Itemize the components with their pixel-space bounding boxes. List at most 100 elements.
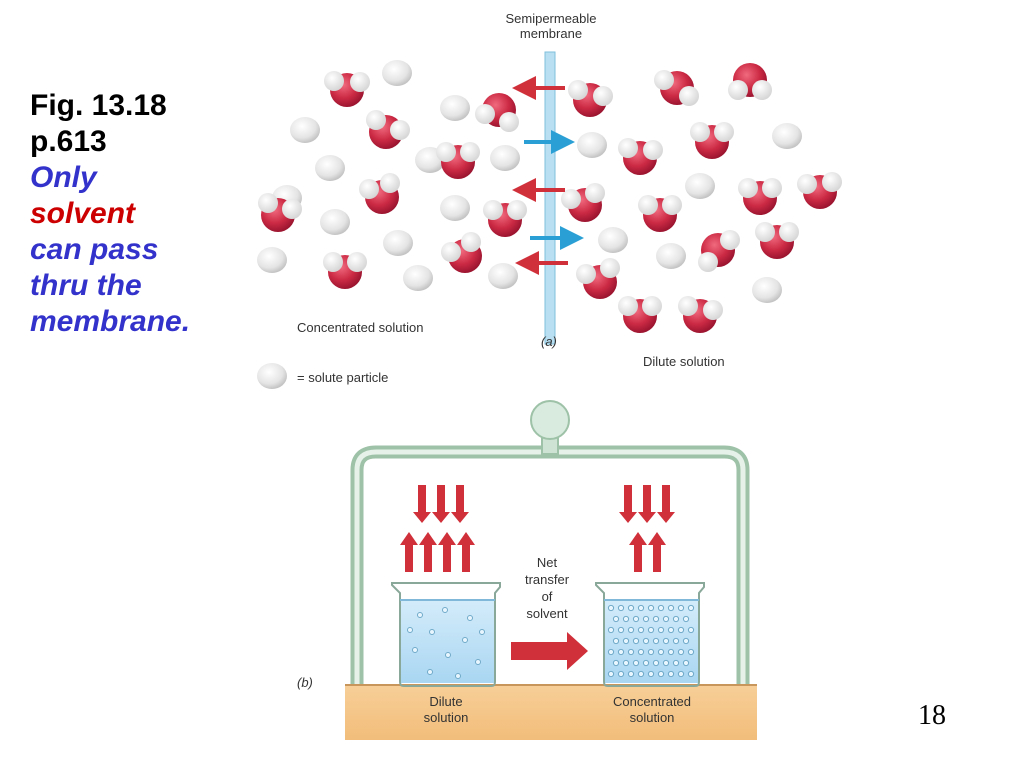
caption-line-can-pass: can pass bbox=[30, 233, 159, 266]
solute-dot bbox=[627, 626, 635, 634]
solute-dot bbox=[632, 615, 640, 623]
water-molecule bbox=[678, 296, 723, 333]
solute-dot bbox=[682, 637, 690, 645]
legend-text: = solute particle bbox=[297, 370, 388, 385]
caption-line-only: Only bbox=[30, 161, 97, 194]
vapor-arrows-left bbox=[400, 485, 475, 572]
water-molecule bbox=[324, 71, 370, 107]
water-molecule bbox=[359, 173, 400, 214]
solute-dot bbox=[657, 670, 665, 678]
water-molecules-a bbox=[258, 63, 842, 333]
water-molecule bbox=[483, 200, 527, 237]
caption-line-membrane: membrane. bbox=[30, 305, 191, 338]
water-molecule bbox=[366, 110, 410, 149]
net-transfer-line4: solvent bbox=[526, 606, 568, 621]
vapor-arrows-right bbox=[619, 485, 675, 572]
solute-dot bbox=[662, 637, 670, 645]
solute-dot bbox=[672, 615, 680, 623]
solute-dot bbox=[607, 626, 615, 634]
solute-dot bbox=[642, 659, 650, 667]
water-molecule bbox=[436, 142, 480, 179]
solute-particle bbox=[290, 117, 320, 143]
solute-particle bbox=[440, 95, 470, 121]
solute-particle bbox=[383, 230, 413, 256]
water-molecule bbox=[690, 122, 734, 159]
solute-dot bbox=[657, 604, 665, 612]
solute-dot bbox=[622, 659, 630, 667]
solute-particle bbox=[577, 132, 607, 158]
solute-particle bbox=[257, 247, 287, 273]
membrane-arrows bbox=[512, 76, 584, 275]
net-transfer-line3: of bbox=[542, 589, 553, 604]
caption-line-solvent: solvent bbox=[30, 197, 136, 230]
solute-dot bbox=[627, 604, 635, 612]
solute-particle bbox=[772, 123, 802, 149]
diagram-a: Semipermeable membrane bbox=[257, 11, 842, 389]
solute-particle bbox=[403, 265, 433, 291]
solute-dot bbox=[642, 637, 650, 645]
bench bbox=[345, 685, 757, 740]
beaker-concentrated bbox=[595, 582, 705, 687]
solute-dot bbox=[652, 615, 660, 623]
solute-dot bbox=[637, 604, 645, 612]
water-molecule bbox=[323, 252, 367, 289]
net-transfer-line2: transfer bbox=[525, 572, 570, 587]
caption-line-thru-the: thru the bbox=[30, 269, 142, 302]
water-molecule bbox=[638, 195, 682, 232]
solute-dot bbox=[687, 648, 695, 656]
solute-dot bbox=[607, 648, 615, 656]
solute-dot bbox=[687, 626, 695, 634]
solute-dot bbox=[657, 648, 665, 656]
solute-dot bbox=[667, 648, 675, 656]
water-molecule bbox=[797, 172, 842, 209]
solute-particle bbox=[490, 145, 520, 171]
net-transfer-arrow bbox=[511, 632, 588, 670]
water-molecule bbox=[561, 183, 605, 222]
solute-dot bbox=[677, 648, 685, 656]
solute-particle bbox=[598, 227, 628, 253]
concentrated-solution-label: Concentrated solution bbox=[297, 320, 423, 335]
solute-dot bbox=[627, 648, 635, 656]
solute-dot bbox=[622, 637, 630, 645]
dilute-solution-label: Dilute solution bbox=[643, 354, 725, 369]
solute-dot bbox=[647, 626, 655, 634]
solute-dot bbox=[627, 670, 635, 678]
water-molecule bbox=[698, 230, 740, 272]
caption-block: Fig. 13.18 p.613 Only solvent can pass t… bbox=[30, 88, 270, 340]
solute-particle bbox=[656, 243, 686, 269]
solute-particle bbox=[315, 155, 345, 181]
figure-number: Fig. 13.18 bbox=[30, 89, 167, 122]
solute-dot bbox=[632, 637, 640, 645]
water-molecule bbox=[568, 80, 613, 117]
left-beaker-label-line2: solution bbox=[424, 710, 469, 725]
solute-dot bbox=[622, 615, 630, 623]
solute-dot bbox=[647, 648, 655, 656]
membrane-label-line1: Semipermeable bbox=[505, 11, 596, 26]
water-molecule bbox=[738, 178, 782, 215]
solute-dot bbox=[672, 637, 680, 645]
solute-dot bbox=[612, 615, 620, 623]
solute-particle bbox=[488, 263, 518, 289]
right-beaker-label-line1: Concentrated bbox=[613, 694, 691, 709]
solute-dot bbox=[687, 670, 695, 678]
solute-dot bbox=[662, 615, 670, 623]
water-molecule bbox=[654, 70, 699, 106]
solute-dot bbox=[642, 615, 650, 623]
page-reference: p.613 bbox=[30, 125, 107, 158]
solute-dot bbox=[677, 604, 685, 612]
solute-dot bbox=[672, 659, 680, 667]
solute-dot bbox=[612, 637, 620, 645]
solute-particle bbox=[752, 277, 782, 303]
solute-dot bbox=[617, 604, 625, 612]
solute-dot bbox=[667, 670, 675, 678]
part-b-label: (b) bbox=[297, 675, 313, 690]
diagram-b: Net transfer of solvent (b) Dilute solut… bbox=[297, 400, 757, 740]
left-beaker-label-line1: Dilute bbox=[429, 694, 462, 709]
solute-dot bbox=[687, 604, 695, 612]
solute-particle bbox=[440, 195, 470, 221]
solute-dot bbox=[647, 670, 655, 678]
solute-dot bbox=[667, 626, 675, 634]
solute-dot bbox=[637, 670, 645, 678]
solute-dot bbox=[682, 659, 690, 667]
